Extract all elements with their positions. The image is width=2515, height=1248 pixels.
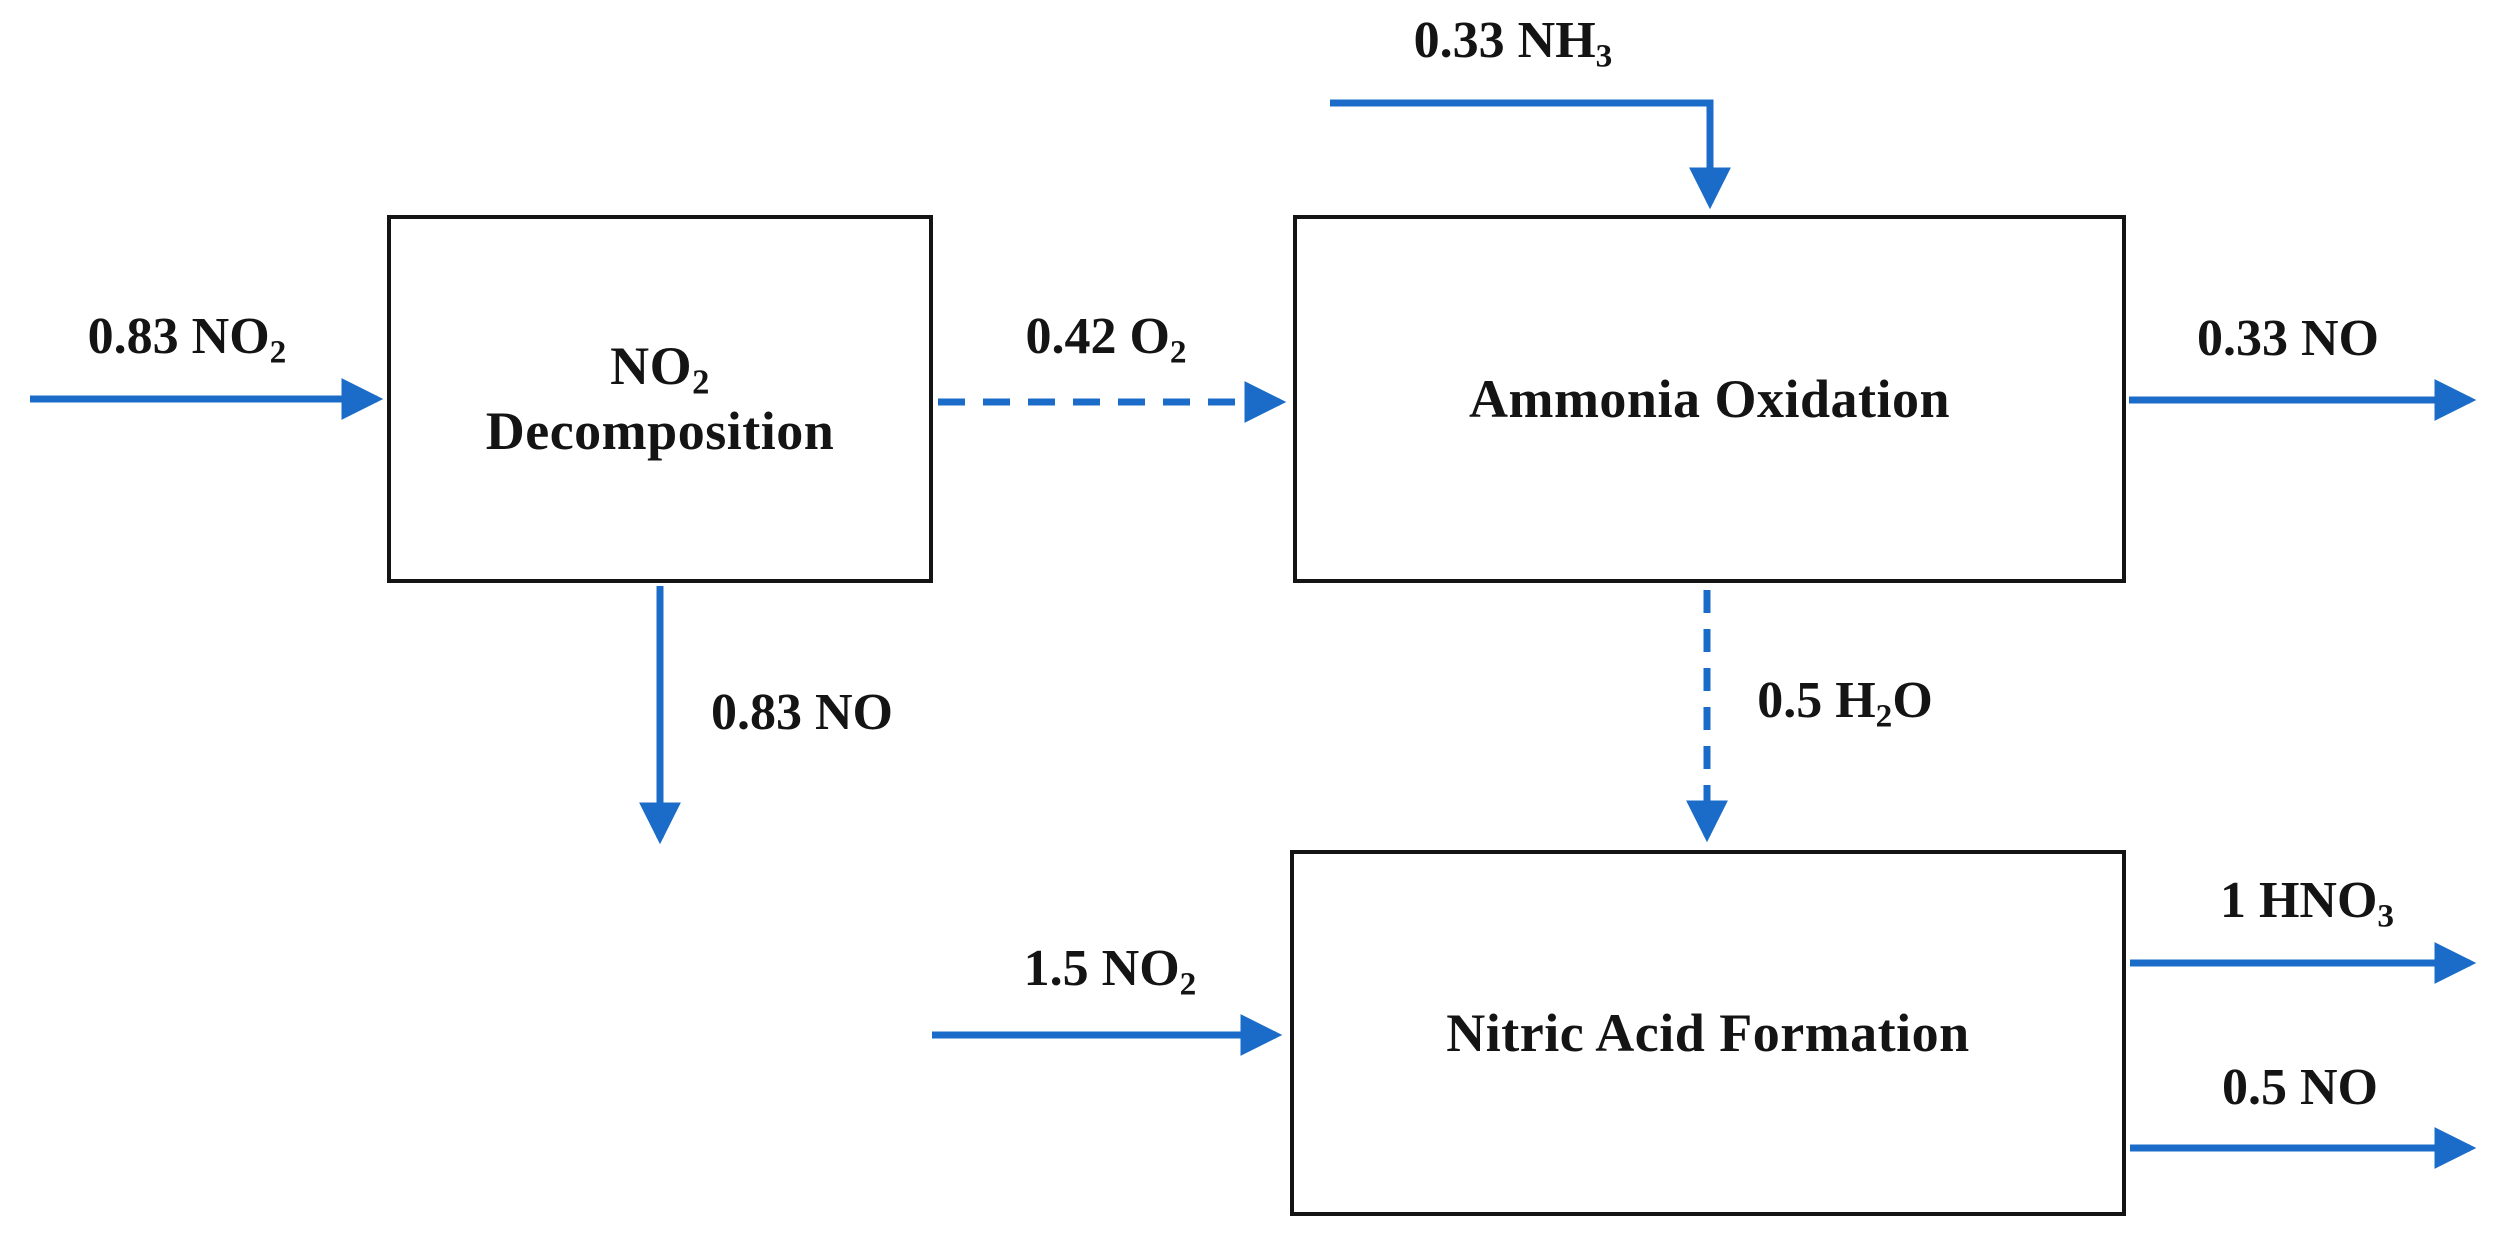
no2-feed-bottom-label: 1.5 NO2 [1023,940,1197,1003]
no2-decomposition-box: NO2 Decomposition [387,215,933,583]
no2-decomposition-title: NO2 Decomposition [485,336,835,461]
ammonia-oxidation-title: Ammonia Oxidation [1468,368,1951,429]
nh3-feed-arrow [1330,99,1731,210]
no-product-bottom-label: 0.5 NO [2222,1059,2378,1116]
o2-transfer-label: 0.42 O2 [1025,308,1187,371]
no2-feed-label: 0.83 NO2 [87,308,287,371]
no-byproduct-label: 0.83 NO [711,684,893,741]
h2o-transfer-label: 0.5 H2O [1757,672,1933,735]
hno3-product-label: 1 HNO3 [2219,872,2395,935]
ammonia-oxidation-box: Ammonia Oxidation [1293,215,2126,583]
no-product-top-label: 0.33 NO [2197,310,2379,367]
nitric-acid-formation-title: Nitric Acid Formation [1446,1002,1970,1063]
nitric-acid-formation-box: Nitric Acid Formation [1290,850,2126,1216]
nh3-feed-label: 0.33 NH3 [1413,12,1613,75]
